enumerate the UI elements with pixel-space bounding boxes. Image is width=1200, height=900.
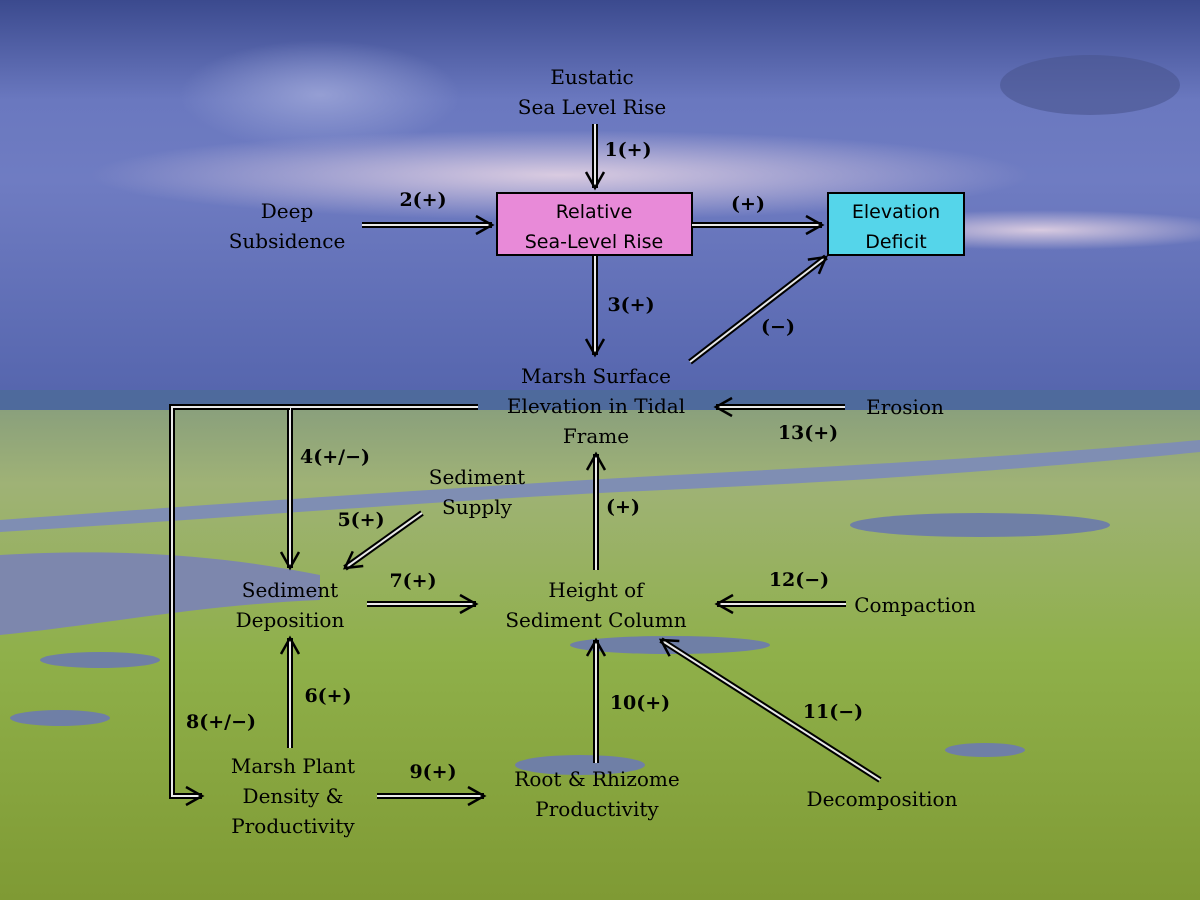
marsh_surface-line-2: Elevation in Tidal [507, 394, 685, 418]
arrow-8-surface-to-plant-head [185, 785, 205, 807]
marsh_surface-line-1: Marsh Surface [521, 364, 671, 388]
rslr-line-2: Sea-Level Rise [525, 231, 664, 253]
arrow-12-compaction-to-height-head [714, 593, 734, 615]
arrow-2-subsidence-to-rslr [362, 214, 495, 236]
arrow-height-to-surface [585, 451, 607, 570]
arrow-3-rslr-to-surface [584, 256, 606, 358]
arrow-13-erosion-to-surface-head [713, 396, 733, 418]
rslr-line-1: Relative [556, 201, 633, 223]
edge-label-7: 7(+) [389, 570, 436, 592]
edge-label-10: 10(+) [610, 692, 670, 714]
height_col-line-1: Height of [548, 578, 645, 602]
arrow-3-rslr-to-surface-head [584, 338, 606, 358]
edge-label-13: 13(+) [778, 422, 838, 444]
edge-label-9: 9(+) [409, 761, 456, 783]
deep_sub-line-2: Subsidence [229, 229, 346, 253]
edge-label-5: 5(+) [337, 509, 384, 531]
erosion-label: Erosion [866, 395, 944, 419]
sed_deposition-line-2: Deposition [236, 608, 345, 632]
plant_density-line-2: Density & [243, 784, 344, 808]
arrow-surface-to-deficit-head [807, 255, 829, 275]
arrow-surface-to-deficit [688, 254, 829, 365]
elev_deficit-line-2: Deficit [865, 231, 926, 253]
edge-labels: 1(+) 2(+) (+) 3(+) (−) 13(+) 4(+/−) (+) … [186, 139, 863, 783]
compaction-line-1: Compaction [854, 593, 976, 617]
arrow-11-decomposition-to-height-head [658, 638, 680, 657]
edge-label-4: 4(+/−) [300, 446, 370, 468]
arrow-height-to-surface-head [585, 451, 607, 471]
arrow-8-surface-to-plant [169, 404, 290, 807]
compaction-label: Compaction [854, 593, 976, 617]
root_rhizome-line-1: Root & Rhizome [514, 767, 679, 791]
arrow-2-subsidence-to-rslr-head [475, 214, 495, 236]
arrow-5-supply-to-deposition-head [342, 550, 364, 570]
eustatic-line-1: Eustatic [550, 65, 633, 89]
arrow-9-plant-to-root-head [467, 785, 487, 807]
arrow-10-root-to-height [585, 637, 607, 763]
arrow-13-erosion-to-surface [713, 396, 845, 418]
arrow-12-compaction-to-height [714, 593, 846, 615]
edge-label-3: 3(+) [607, 294, 654, 316]
edge-label-2: 2(+) [399, 189, 446, 211]
arrow-5-supply-to-deposition [342, 510, 424, 571]
arrow-7-deposition-to-height [367, 593, 479, 615]
erosion-line-1: Erosion [866, 395, 944, 419]
edge-label-8: 8(+/−) [186, 711, 256, 733]
decomposition-label: Decomposition [807, 787, 958, 811]
arrow-7-deposition-to-height-head [459, 593, 479, 615]
edge-label-rslr-deficit: (+) [731, 193, 765, 215]
root_rhizome-line-2: Productivity [535, 797, 659, 821]
arrow-rslr-to-deficit [692, 214, 825, 236]
sed_supply-line-2: Supply [442, 495, 513, 519]
decomposition-line-1: Decomposition [807, 787, 958, 811]
arrow-1-eustatic-to-rslr-head [584, 171, 606, 191]
deep_sub-line-1: Deep [261, 199, 314, 223]
height_col-line-2: Sediment Column [505, 608, 686, 632]
marsh_surface-line-3: Frame [563, 424, 629, 448]
arrow-11-decomposition-to-height [658, 637, 882, 783]
edge-label-surface-deficit: (−) [761, 316, 795, 338]
arrow-6-plant-to-deposition [279, 635, 301, 748]
arrow-10-root-to-height-head [585, 637, 607, 657]
relative-slr-box [496, 192, 693, 256]
arrow-6-plant-to-deposition-head [279, 635, 301, 655]
edge-label-11: 11(−) [803, 701, 863, 723]
edge-label-height-surface: (+) [606, 496, 640, 518]
arrow-9-plant-to-root [377, 785, 487, 807]
sed_deposition-line-1: Sediment [242, 578, 338, 602]
height-of-sediment-column-label: Height of Sediment Column [505, 578, 686, 632]
elevation-deficit-box [827, 192, 965, 256]
edge-label-12: 12(−) [769, 569, 829, 591]
sed_supply-line-1: Sediment [429, 465, 525, 489]
arrow-1-eustatic-to-rslr [584, 124, 606, 191]
plant_density-line-1: Marsh Plant [231, 754, 355, 778]
edge-label-6: 6(+) [304, 685, 351, 707]
eustatic-line-2: Sea Level Rise [518, 95, 666, 119]
arrow-4-surface-to-deposition-head [279, 551, 301, 571]
edge-label-1: 1(+) [604, 139, 651, 161]
arrow-rslr-to-deficit-head [805, 214, 825, 236]
plant_density-line-3: Productivity [231, 814, 355, 838]
elev_deficit-line-1: Elevation [852, 201, 940, 223]
